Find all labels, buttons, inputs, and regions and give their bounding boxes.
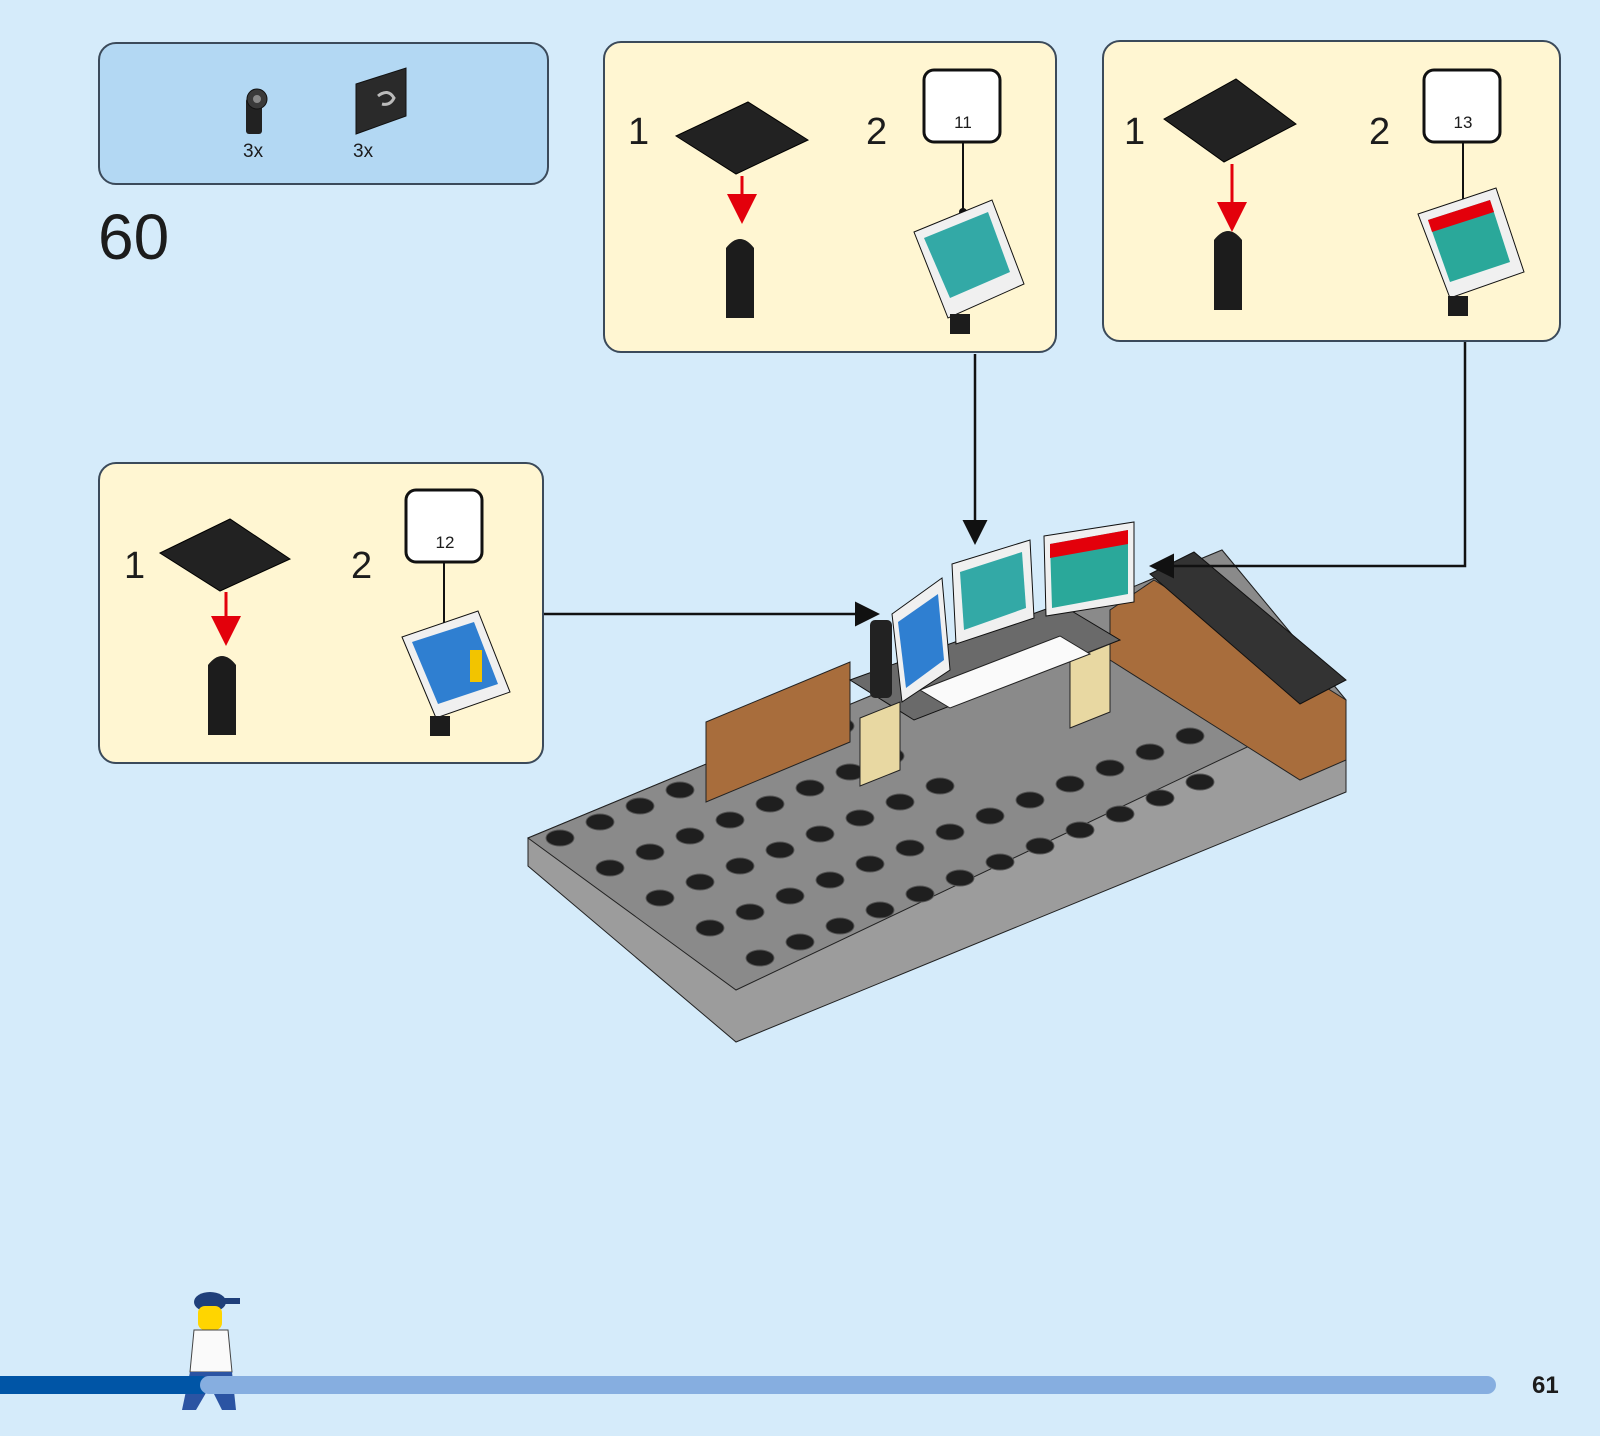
page-number: 61 xyxy=(1532,1372,1559,1400)
tile-2x2-icon xyxy=(160,519,290,735)
tile-2x2-icon xyxy=(1164,79,1296,310)
progress-bar-track xyxy=(200,1376,1496,1394)
tile-with-clip-icon xyxy=(356,68,406,134)
tile-2x2-icon xyxy=(676,102,808,318)
sticker-callout-12 xyxy=(406,490,482,634)
monitor-stand-icon xyxy=(402,611,510,736)
progress-bar-filled xyxy=(0,1376,210,1394)
monitor-stand-icon xyxy=(1418,188,1524,316)
sticker-12-label: 12 xyxy=(425,533,465,553)
sticker-13-label: 13 xyxy=(1443,113,1483,133)
sticker-11-label: 11 xyxy=(943,113,983,133)
sticker-callout-11 xyxy=(924,70,1000,216)
monitor-stand-icon xyxy=(914,200,1024,334)
model-base-plate xyxy=(528,522,1346,1042)
sticker-callout-13 xyxy=(1424,70,1500,209)
bar-holder-clip-icon xyxy=(246,89,267,134)
